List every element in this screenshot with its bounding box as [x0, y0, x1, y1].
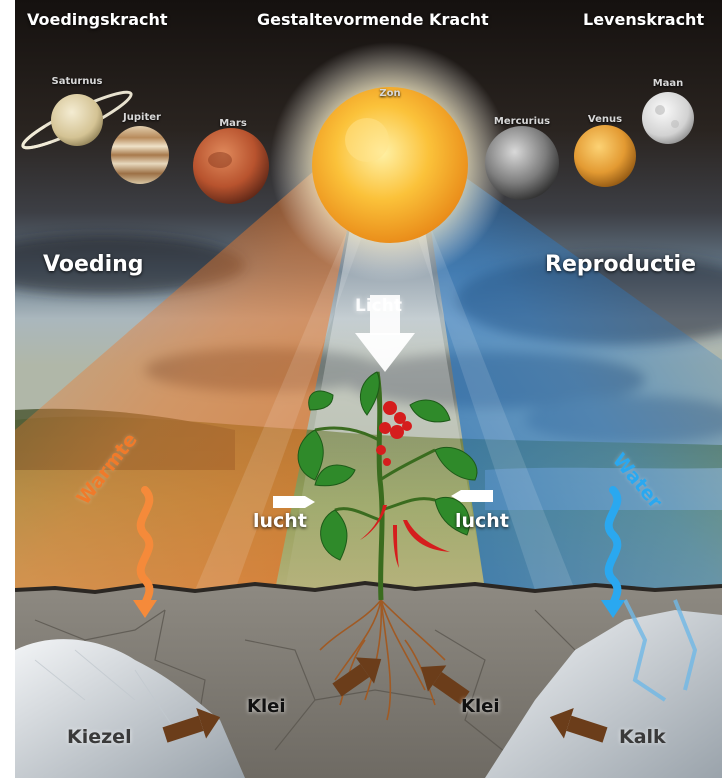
diagram-canvas: Voedingskracht Gestaltevormende Kracht L…: [15, 0, 722, 778]
jupiter-icon: [111, 126, 169, 184]
voedingskracht-title: Voedingskracht: [27, 10, 168, 29]
lucht-right-label: lucht: [455, 510, 509, 532]
klei-left-label: Klei: [247, 696, 286, 717]
kiezel-label: Kiezel: [67, 726, 132, 748]
gestaltevormende-title: Gestaltevormende Kracht: [257, 10, 489, 29]
mars-label: Mars: [219, 118, 247, 129]
saturnus-label: Saturnus: [52, 76, 103, 87]
moon-icon: [642, 92, 694, 144]
maan-label: Maan: [653, 78, 684, 89]
voeding-label: Voeding: [43, 252, 144, 277]
sun-icon: [312, 87, 468, 243]
zon-label: Zon: [379, 88, 400, 99]
klei-right-label: Klei: [461, 696, 500, 717]
mars-icon: [193, 128, 269, 204]
reproductie-label: Reproductie: [545, 252, 696, 277]
jupiter-label: Jupiter: [123, 112, 161, 123]
levenskracht-title: Levenskracht: [583, 10, 704, 29]
kalk-label: Kalk: [619, 726, 666, 748]
venus-label: Venus: [588, 114, 622, 125]
mercury-icon: [485, 126, 559, 200]
mercurius-label: Mercurius: [494, 116, 550, 127]
lucht-left-label: lucht: [253, 510, 307, 532]
venus-icon: [574, 125, 636, 187]
licht-label: Licht: [355, 296, 402, 316]
